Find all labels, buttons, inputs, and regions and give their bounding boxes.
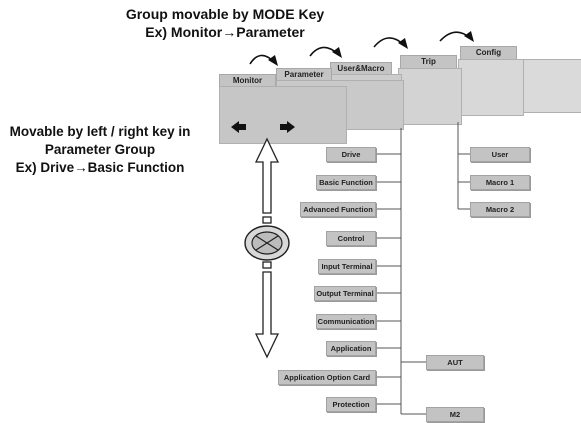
monitor-panel <box>219 86 347 144</box>
curved-arrow-icon <box>249 31 471 65</box>
group-application: Application <box>326 341 376 356</box>
right-arrow-icon <box>280 121 295 133</box>
side-note: Movable by left / right key in Parameter… <box>0 123 200 177</box>
diagram-title: Group movable by MODE Key Ex) Monitor→Pa… <box>100 5 350 41</box>
group-macro-1: Macro 1 <box>470 175 530 190</box>
group-advanced-function: Advanced Function <box>300 202 376 217</box>
keypad-dial-icon <box>244 225 290 261</box>
config-folder <box>520 59 581 113</box>
group-control: Control <box>326 231 376 246</box>
group-output-terminal: Output Terminal <box>314 286 376 301</box>
group-drive: Drive <box>326 147 376 162</box>
group-application-option-card: Application Option Card <box>278 370 376 385</box>
side-note-line-3: Ex) Drive→Basic Function <box>15 160 185 175</box>
group-basic-function: Basic Function <box>316 175 376 190</box>
tab-config: Config <box>460 46 517 60</box>
left-arrow-icon <box>231 121 246 133</box>
side-note-line-1: Movable by left / right key in <box>9 124 191 139</box>
group-communication: Communication <box>316 314 376 329</box>
up-down-arrow <box>254 137 280 359</box>
trip-panel <box>398 68 462 125</box>
group-input-terminal: Input Terminal <box>318 259 376 274</box>
subgroup-aut: AUT <box>426 355 484 370</box>
group-macro-2: Macro 2 <box>470 202 530 217</box>
title-line-2: Ex) Monitor→Parameter <box>145 24 305 40</box>
tab-trip: Trip <box>400 55 457 69</box>
tab-monitor: Monitor <box>219 74 276 87</box>
tab-parameter: Parameter <box>276 68 332 81</box>
group-user: User <box>470 147 530 162</box>
curved-arrow-heads <box>268 31 474 66</box>
title-line-1: Group movable by MODE Key <box>125 6 325 22</box>
group-protection: Protection <box>326 397 376 412</box>
side-note-line-2: Parameter Group <box>44 142 156 157</box>
config-panel <box>458 59 524 116</box>
subgroup-m2: M2 <box>426 407 484 422</box>
